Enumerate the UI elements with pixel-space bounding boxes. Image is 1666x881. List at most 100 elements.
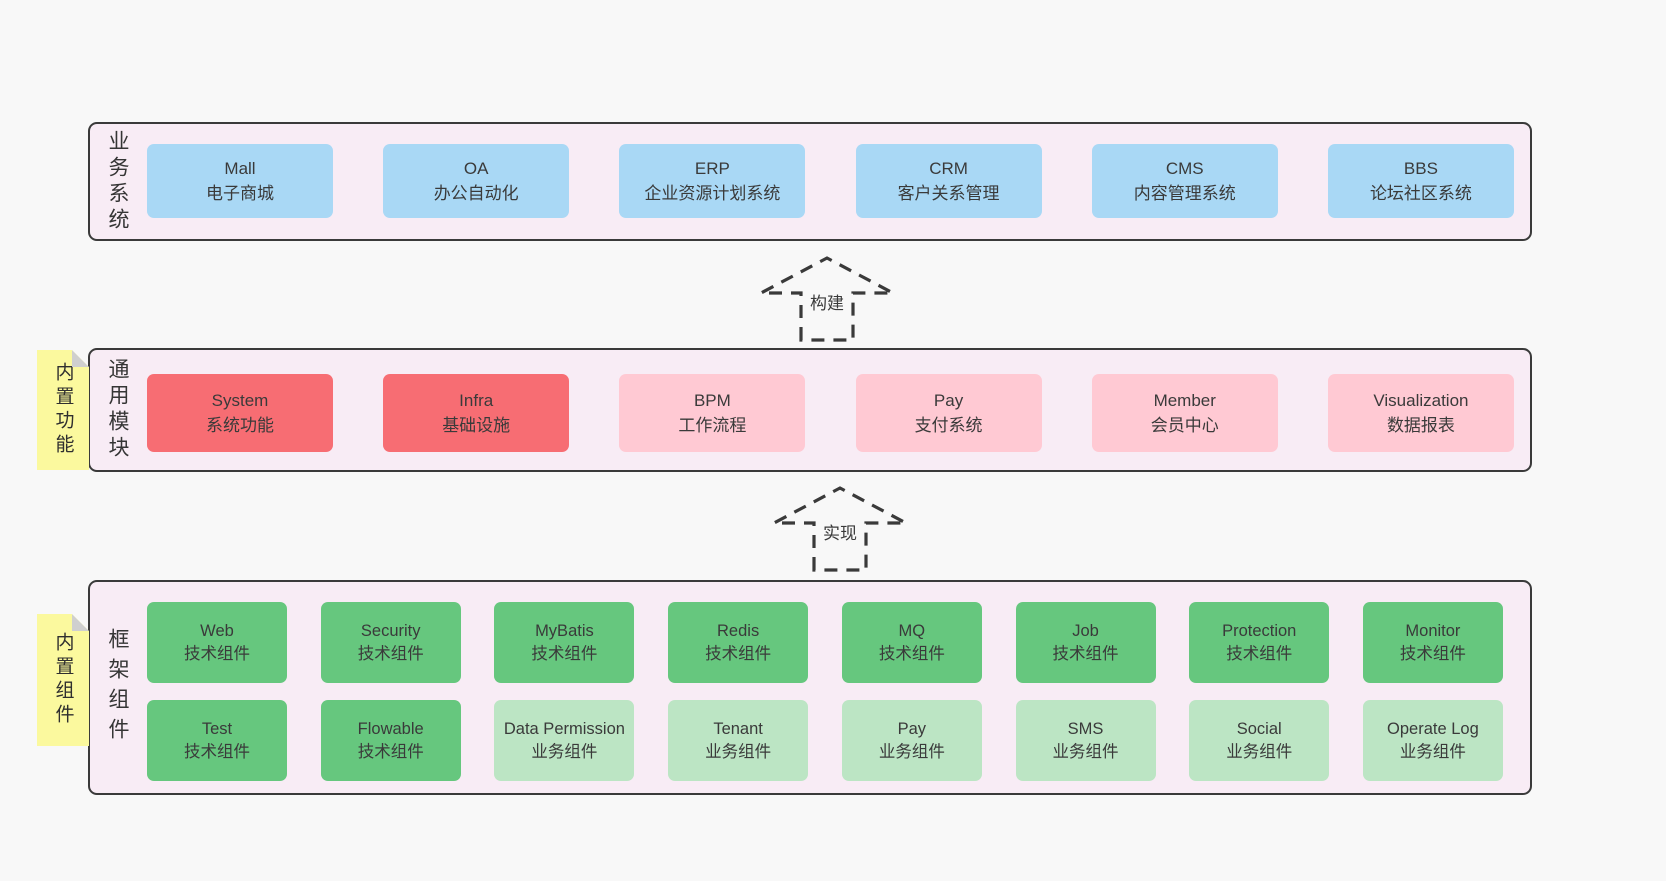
box-subtitle: 基础设施 [442, 416, 511, 435]
box-subtitle: 业务组件 [705, 742, 772, 761]
box-web: Web 技术组件 [147, 602, 287, 683]
box-subtitle: 技术组件 [1052, 644, 1119, 663]
box-title: Protection [1222, 622, 1297, 641]
box-mall: Mall 电子商城 [147, 144, 333, 218]
box-test: Test 技术组件 [147, 700, 287, 781]
box-bbs: BBS 论坛社区系统 [1327, 144, 1514, 218]
box-redis: Redis 技术组件 [668, 602, 809, 683]
box-subtitle: 业务组件 [1399, 742, 1466, 761]
box-title: Social [1236, 720, 1282, 739]
box-monitor: Monitor 技术组件 [1362, 602, 1503, 683]
box-title: Infra [459, 390, 494, 410]
box-system: System 系统功能 [147, 374, 333, 452]
box-subtitle: 技术组件 [357, 742, 424, 761]
box-subtitle: 业务组件 [531, 742, 598, 761]
box-subtitle: 企业资源计划系统 [644, 184, 781, 203]
business-systems-row: Mall 电子商城 OA 办公自动化 ERP 企业资源计划系统 CRM 客户关系… [147, 144, 1514, 218]
box-data-permission: Data Permission 业务组件 [494, 700, 635, 781]
box-title: SMS [1067, 720, 1104, 739]
box-title: Security [360, 622, 421, 641]
box-infra: Infra 基础设施 [383, 374, 570, 452]
box-subtitle: 办公自动化 [433, 184, 519, 203]
framework-components-panel: 框架组件 Web 技术组件 Security 技术组件 MyBatis 技术组件… [88, 580, 1532, 795]
box-title: System [211, 390, 269, 410]
box-subtitle: 论坛社区系统 [1369, 184, 1472, 203]
box-bpm: BPM 工作流程 [619, 374, 806, 452]
build-arrow-label: 构建 [807, 289, 847, 314]
box-subtitle: 会员中心 [1150, 416, 1219, 435]
box-flowable: Flowable 技术组件 [320, 700, 461, 781]
box-pay: Pay 支付系统 [855, 374, 1042, 452]
box-subtitle: 工作流程 [678, 416, 747, 435]
box-subtitle: 技术组件 [531, 644, 598, 663]
common-modules-side-label: 通用模块 [106, 358, 129, 462]
common-modules-panel: 通用模块 System 系统功能 Infra 基础设施 BPM 工作流程 Pay… [88, 348, 1532, 472]
box-title: OA [463, 158, 489, 178]
box-mq: MQ 技术组件 [841, 602, 982, 683]
box-tenant: Tenant 业务组件 [668, 700, 809, 781]
box-member: Member 会员中心 [1091, 374, 1278, 452]
box-oa: OA 办公自动化 [383, 144, 570, 218]
box-title: Monitor [1405, 622, 1461, 641]
common-modules-row: System 系统功能 Infra 基础设施 BPM 工作流程 Pay 支付系统… [147, 374, 1514, 452]
box-subtitle: 数据报表 [1386, 416, 1455, 435]
box-subtitle: 系统功能 [206, 416, 274, 435]
box-subtitle: 业务组件 [878, 742, 945, 761]
dashed-up-arrow-icon [773, 486, 907, 572]
box-subtitle: 技术组件 [1226, 644, 1293, 663]
framework-components-side-label: 框架组件 [106, 627, 129, 748]
box-subtitle: 客户关系管理 [897, 184, 1000, 203]
built-in-features-note: 内置功能 [37, 350, 89, 470]
box-title: Flowable [357, 720, 424, 739]
box-subtitle: 电子商城 [206, 184, 274, 203]
box-title: Redis [717, 622, 760, 641]
box-job: Job 技术组件 [1015, 602, 1156, 683]
box-title: BBS [1403, 158, 1438, 178]
built-in-components-note: 内置组件 [37, 614, 89, 746]
box-erp: ERP 企业资源计划系统 [619, 144, 806, 218]
business-systems-panel: 业务系统 Mall 电子商城 OA 办公自动化 ERP 企业资源计划系统 CRM… [88, 122, 1532, 241]
dashed-up-arrow-icon [760, 256, 894, 342]
box-protection: Protection 技术组件 [1189, 602, 1330, 683]
box-title: Pay [933, 390, 964, 410]
box-subtitle: 技术组件 [878, 644, 945, 663]
box-title: Job [1072, 622, 1099, 641]
box-cms: CMS 内容管理系统 [1091, 144, 1278, 218]
implement-arrow-label: 实现 [820, 519, 860, 544]
box-title: Operate Log [1387, 720, 1479, 739]
box-title: Test [201, 720, 233, 739]
box-title: Tenant [713, 720, 763, 739]
framework-components-row-2: Test 技术组件 Flowable 技术组件 Data Permission … [147, 700, 1503, 781]
implement-arrow: 实现 [770, 485, 910, 573]
box-subtitle: 技术组件 [705, 644, 772, 663]
box-title: BPM [693, 390, 731, 410]
box-title: Pay [897, 720, 927, 739]
box-pay: Pay 业务组件 [841, 700, 982, 781]
box-sms: SMS 业务组件 [1015, 700, 1156, 781]
box-security: Security 技术组件 [320, 602, 461, 683]
box-social: Social 业务组件 [1189, 700, 1330, 781]
box-subtitle: 内容管理系统 [1133, 184, 1236, 203]
box-title: Web [200, 622, 234, 641]
box-operate-log: Operate Log 业务组件 [1362, 700, 1503, 781]
box-subtitle: 业务组件 [1052, 742, 1119, 761]
box-subtitle: 技术组件 [357, 644, 424, 663]
box-subtitle: 支付系统 [914, 416, 983, 435]
box-title: CMS [1165, 158, 1204, 178]
box-title: MQ [898, 622, 926, 641]
box-subtitle: 技术组件 [184, 644, 250, 663]
box-title: Visualization [1373, 390, 1469, 410]
box-subtitle: 技术组件 [184, 742, 250, 761]
box-title: Data Permission [503, 720, 625, 739]
box-mybatis: MyBatis 技术组件 [494, 602, 635, 683]
box-crm: CRM 客户关系管理 [855, 144, 1042, 218]
box-title: MyBatis [535, 622, 594, 641]
box-title: ERP [694, 158, 730, 178]
box-visualization: Visualization 数据报表 [1327, 374, 1514, 452]
box-title: Member [1153, 390, 1216, 410]
build-arrow: 构建 [757, 255, 897, 343]
framework-components-row-1: Web 技术组件 Security 技术组件 MyBatis 技术组件 Redi… [147, 602, 1503, 683]
business-systems-side-label: 业务系统 [106, 129, 129, 234]
box-subtitle: 业务组件 [1226, 742, 1293, 761]
